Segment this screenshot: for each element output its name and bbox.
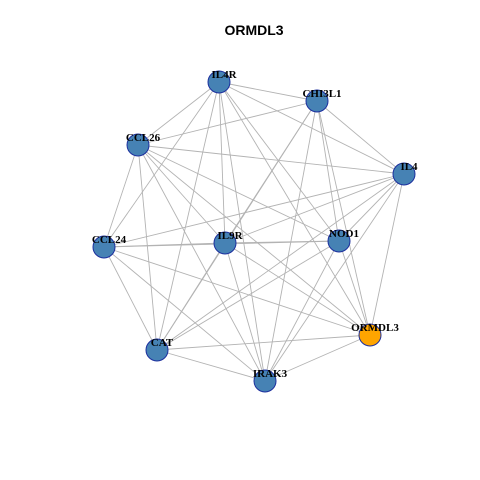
edge-ccl26-il4 xyxy=(137,144,405,175)
edge-il9r-cat xyxy=(156,242,226,351)
edge-il4r-nod1 xyxy=(218,81,340,242)
node-ormdl3[interactable] xyxy=(358,323,382,347)
node-ccl26[interactable] xyxy=(126,133,150,157)
edge-ccl26-ccl24 xyxy=(103,144,139,248)
edge-il4-cat xyxy=(156,173,405,351)
edge-ccl26-cat xyxy=(137,144,158,351)
edge-il4-irak3 xyxy=(264,173,405,382)
edge-il4r-irak3 xyxy=(218,81,266,382)
edge-ccl26-ormdl3 xyxy=(137,144,371,336)
edge-chi3l1-ccl26 xyxy=(137,100,318,146)
graph-title: ORMDL3 xyxy=(224,22,283,38)
edge-il4-ormdl3 xyxy=(369,173,405,336)
node-cat[interactable] xyxy=(145,338,169,362)
node-label-ormdl3: ORMDL3 xyxy=(351,322,399,334)
edge-chi3l1-ormdl3 xyxy=(316,100,371,336)
edge-il4-il9r xyxy=(224,173,405,244)
node-label-irak3: IRAK3 xyxy=(253,368,288,380)
node-chi3l1[interactable] xyxy=(305,89,329,113)
edge-nod1-cat xyxy=(156,240,340,351)
node-label-il4r: IL4R xyxy=(211,69,237,81)
node-il4r[interactable] xyxy=(207,70,231,94)
edge-il4r-ormdl3 xyxy=(218,81,371,336)
node-label-il9r: IL9R xyxy=(217,230,243,242)
edges-layer xyxy=(103,81,405,382)
node-label-il4: IL4 xyxy=(400,161,418,173)
edge-il4r-il4 xyxy=(218,81,405,175)
edge-chi3l1-il4 xyxy=(316,100,405,175)
edge-nod1-ormdl3 xyxy=(338,240,371,336)
edge-il9r-irak3 xyxy=(224,242,266,382)
edge-ccl26-il9r xyxy=(137,144,226,244)
node-label-chi3l1: CHI3L1 xyxy=(302,88,341,100)
edge-il9r-ormdl3 xyxy=(224,242,371,336)
node-nod1[interactable] xyxy=(327,229,351,253)
edge-il4r-chi3l1 xyxy=(218,81,318,102)
edge-il4r-il9r xyxy=(218,81,226,244)
edge-chi3l1-irak3 xyxy=(264,100,318,382)
nodes-layer xyxy=(92,70,416,393)
edge-il4-nod1 xyxy=(338,173,405,242)
edge-chi3l1-nod1 xyxy=(316,100,340,242)
edge-ccl24-irak3 xyxy=(103,246,266,382)
node-ccl24[interactable] xyxy=(92,235,116,259)
edge-il4-ccl24 xyxy=(103,173,405,248)
edge-ormdl3-irak3 xyxy=(264,334,371,382)
edge-ccl24-ormdl3 xyxy=(103,246,371,336)
node-il4[interactable] xyxy=(392,162,416,186)
edge-ormdl3-cat xyxy=(156,334,371,351)
edge-nod1-irak3 xyxy=(264,240,340,382)
edge-cat-irak3 xyxy=(156,349,266,382)
node-label-ccl26: CCL26 xyxy=(126,132,161,144)
node-il9r[interactable] xyxy=(213,231,237,255)
edge-ccl24-cat xyxy=(103,246,158,351)
node-label-ccl24: CCL24 xyxy=(92,234,127,246)
edge-il9r-nod1 xyxy=(224,240,340,244)
edge-ccl26-irak3 xyxy=(137,144,266,382)
edge-ccl26-nod1 xyxy=(137,144,340,242)
node-irak3[interactable] xyxy=(253,369,277,393)
edge-il4r-ccl26 xyxy=(137,81,220,146)
node-label-cat: CAT xyxy=(151,337,174,349)
node-label-nod1: NOD1 xyxy=(329,228,359,240)
edge-il4r-cat xyxy=(156,81,220,351)
